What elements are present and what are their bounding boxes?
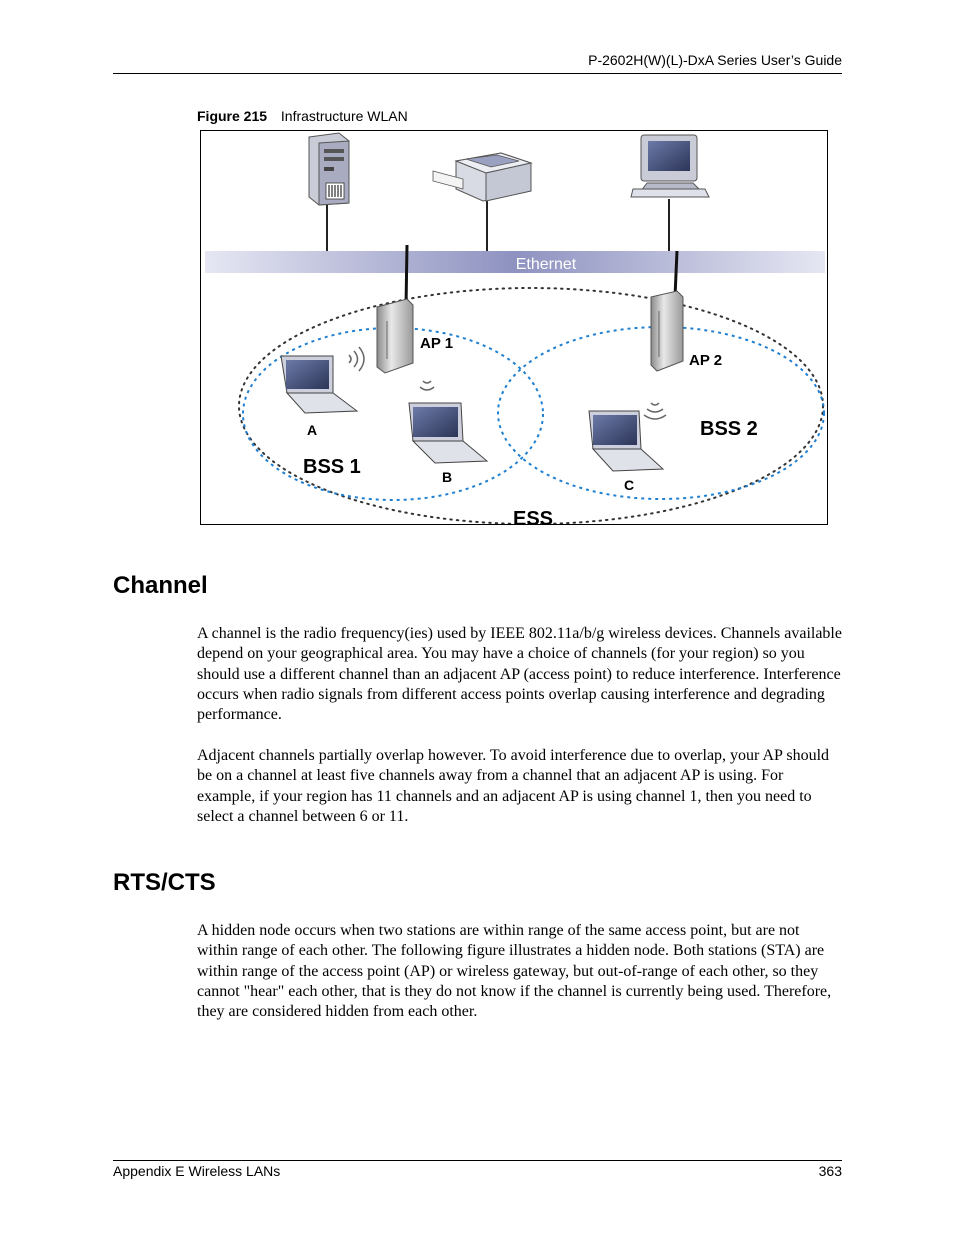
rts-cts-paragraph-1: A hidden node occurs when two stations a… — [197, 922, 832, 1021]
section-heading-channel: Channel — [113, 572, 208, 599]
bss2-label: BSS 2 — [700, 418, 758, 440]
printer-icon — [432, 152, 533, 202]
ap1-label: AP 1 — [420, 335, 453, 352]
ap2-label: AP 2 — [689, 352, 722, 369]
figure-title: Infrastructure WLAN — [280, 108, 408, 124]
bss2-boundary — [497, 326, 825, 500]
access-point-2-icon — [650, 250, 684, 372]
laptop-c-icon — [588, 410, 665, 472]
bss1-label: BSS 1 — [303, 456, 361, 478]
station-b-label: B — [442, 469, 452, 485]
running-header: P-2602H(W)(L)-DxA Series User’s Guide — [588, 52, 842, 68]
footer-rule — [113, 1160, 842, 1161]
footer-section-title: Appendix E Wireless LANs — [113, 1163, 281, 1179]
ethernet-label: Ethernet — [516, 256, 577, 273]
ethernet-bar — [205, 251, 825, 273]
laptop-a-icon — [280, 355, 359, 414]
bss1-boundary — [242, 327, 544, 501]
infrastructure-wlan-diagram: Ethernet — [200, 130, 828, 525]
station-c-label: C — [624, 477, 634, 493]
figure-number: Figure 215 — [197, 108, 268, 124]
access-point-1-icon — [376, 244, 414, 374]
channel-paragraph-2: Adjacent channels partially overlap howe… — [197, 747, 830, 825]
desktop-computer-icon — [630, 134, 710, 198]
figure-caption: Figure 215 Infrastructure WLAN — [197, 108, 408, 124]
wifi-signal-icon — [348, 346, 667, 420]
station-a-label: A — [307, 422, 317, 438]
laptop-b-icon — [408, 402, 489, 464]
section-heading-rts-cts: RTS/CTS — [113, 869, 216, 896]
header-rule — [113, 73, 842, 74]
ess-label: ESS — [513, 508, 553, 524]
channel-paragraph-1: A channel is the radio frequency(ies) us… — [197, 625, 842, 724]
server-icon — [308, 132, 350, 206]
page-number: 363 — [818, 1163, 842, 1179]
